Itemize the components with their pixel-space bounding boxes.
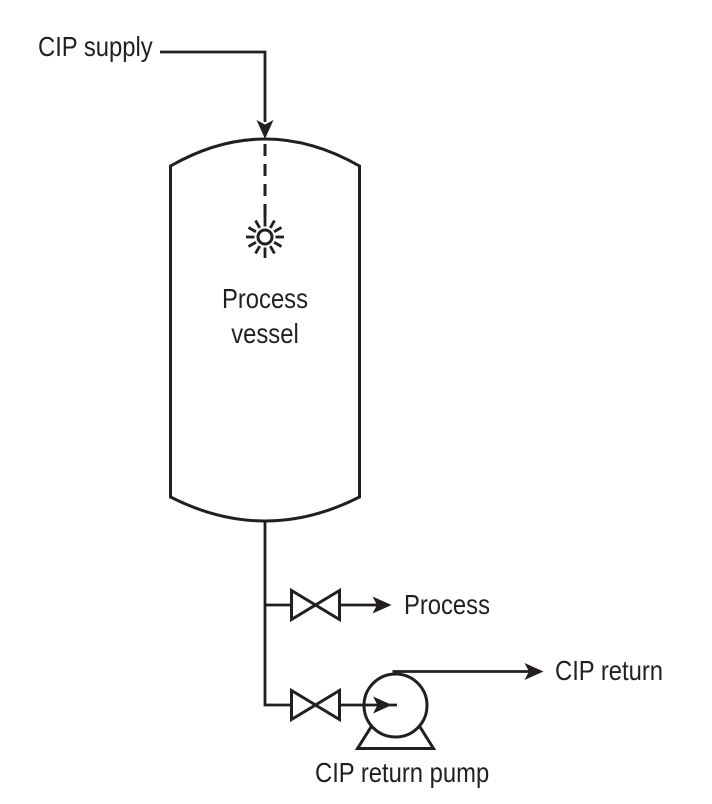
- cip-supply-label: CIP supply: [38, 31, 153, 62]
- process-valve-icon: [290, 587, 341, 623]
- arrow-down-icon: [256, 120, 274, 139]
- process-vessel-shape: [169, 137, 361, 523]
- cip-return-pump-label: CIP return pump: [315, 757, 490, 788]
- process-vessel-label-line1: Process: [222, 283, 308, 314]
- arrow-right-icon: [372, 596, 392, 614]
- drain-pipe: [263, 521, 292, 707]
- cip-return-label: CIP return: [555, 655, 664, 686]
- spray-ball-icon: [246, 213, 284, 258]
- pump-inlet-line: [339, 696, 397, 714]
- arrow-right-icon: [373, 696, 392, 714]
- cip-return-line: [392, 663, 544, 680]
- process-branch: [265, 587, 392, 623]
- process-branch-label: Process: [404, 589, 490, 620]
- process-vessel-label-line2: vessel: [231, 318, 299, 349]
- process-vessel-label: Process vessel: [180, 281, 350, 351]
- cip-supply-pipe: [160, 50, 274, 139]
- arrow-right-icon: [524, 663, 544, 680]
- pump-icon: [354, 672, 437, 750]
- cip-return-valve-icon: [290, 687, 341, 723]
